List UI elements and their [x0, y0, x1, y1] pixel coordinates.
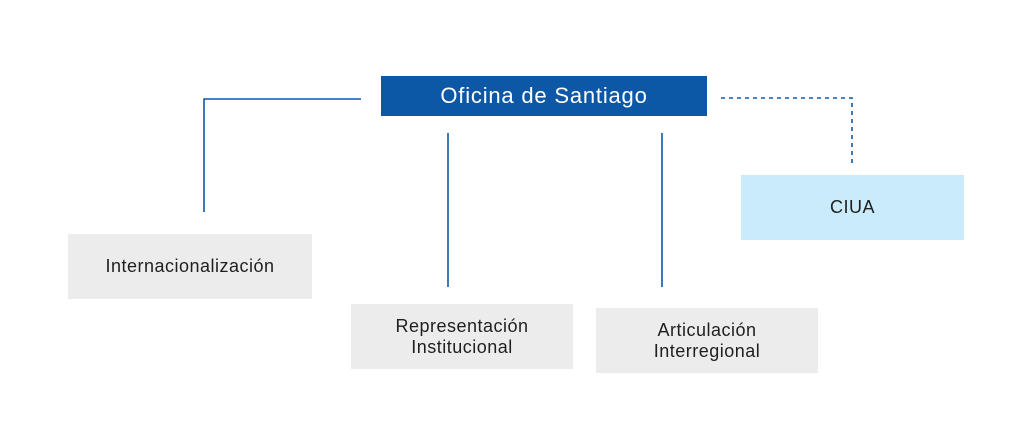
- root-box-oficina-de-santiago: Oficina de Santiago: [381, 76, 707, 116]
- unit-label-internacionalizacion: Internacionalización: [105, 256, 275, 277]
- unit-box-articulacion-interregional: Articulación Interregional: [596, 308, 818, 373]
- ciua-box: CIUA: [741, 175, 964, 240]
- connector-root-to-internacionalizacion: [203, 98, 361, 212]
- unit-box-representacion-institucional: Representación Institucional: [351, 304, 573, 369]
- connector-root-to-ciua-dashed: [721, 97, 853, 163]
- ciua-label: CIUA: [829, 197, 875, 218]
- unit-box-internacionalizacion: Internacionalización: [68, 234, 312, 299]
- unit-label-articulacion-interregional: Articulación Interregional: [653, 319, 761, 361]
- unit-label-representacion-institucional: Representación Institucional: [395, 315, 529, 357]
- root-label: Oficina de Santiago: [440, 83, 648, 109]
